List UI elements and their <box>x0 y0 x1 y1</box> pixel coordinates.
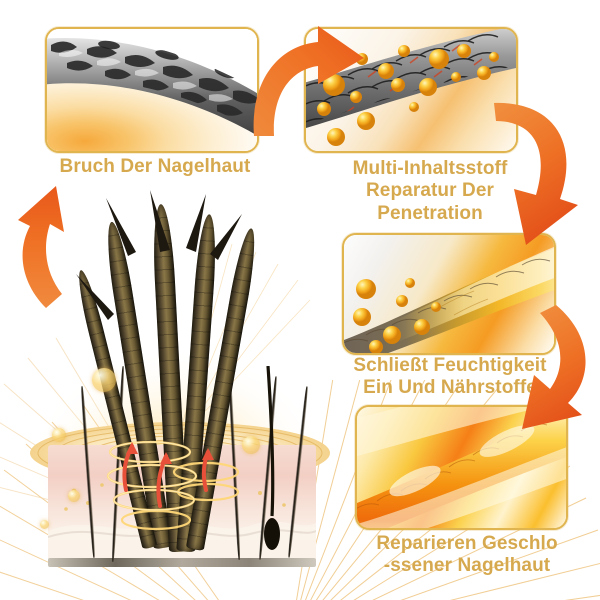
panel-repaired-cuticle[interactable] <box>355 405 568 530</box>
panel-3-illustration <box>344 235 554 353</box>
hair-follicle-illustration <box>10 190 340 590</box>
nutrient-beads <box>353 278 441 353</box>
panel-2-illustration <box>306 29 516 151</box>
nutrient-droplet <box>68 490 80 502</box>
panel-seals-moisture[interactable] <box>342 233 556 355</box>
panel-4-caption: Reparieren Geschlo -ssener Nagelhaut <box>376 533 558 577</box>
panel-2-caption: Multi-Inhaltsstoff Reparatur Der Penetra… <box>352 158 508 224</box>
follicle-pulse-arrows <box>122 442 214 508</box>
nutrient-droplet <box>52 428 66 442</box>
nutrient-droplet <box>242 436 260 454</box>
panel-ingredient-penetration[interactable] <box>304 27 518 153</box>
nutrient-droplet <box>40 520 49 529</box>
panel-damaged-cuticle[interactable] <box>45 27 259 153</box>
nutrient-droplet <box>92 368 116 392</box>
panel-1-caption: Bruch Der Nagelhaut <box>59 156 251 177</box>
panel-3-caption: Schließt Feuchtigkeit Ein Und Nährstoffe <box>353 355 547 399</box>
panel-1-illustration <box>47 29 257 151</box>
panel-4-illustration <box>357 407 566 528</box>
tissue-base-strip <box>48 558 316 567</box>
